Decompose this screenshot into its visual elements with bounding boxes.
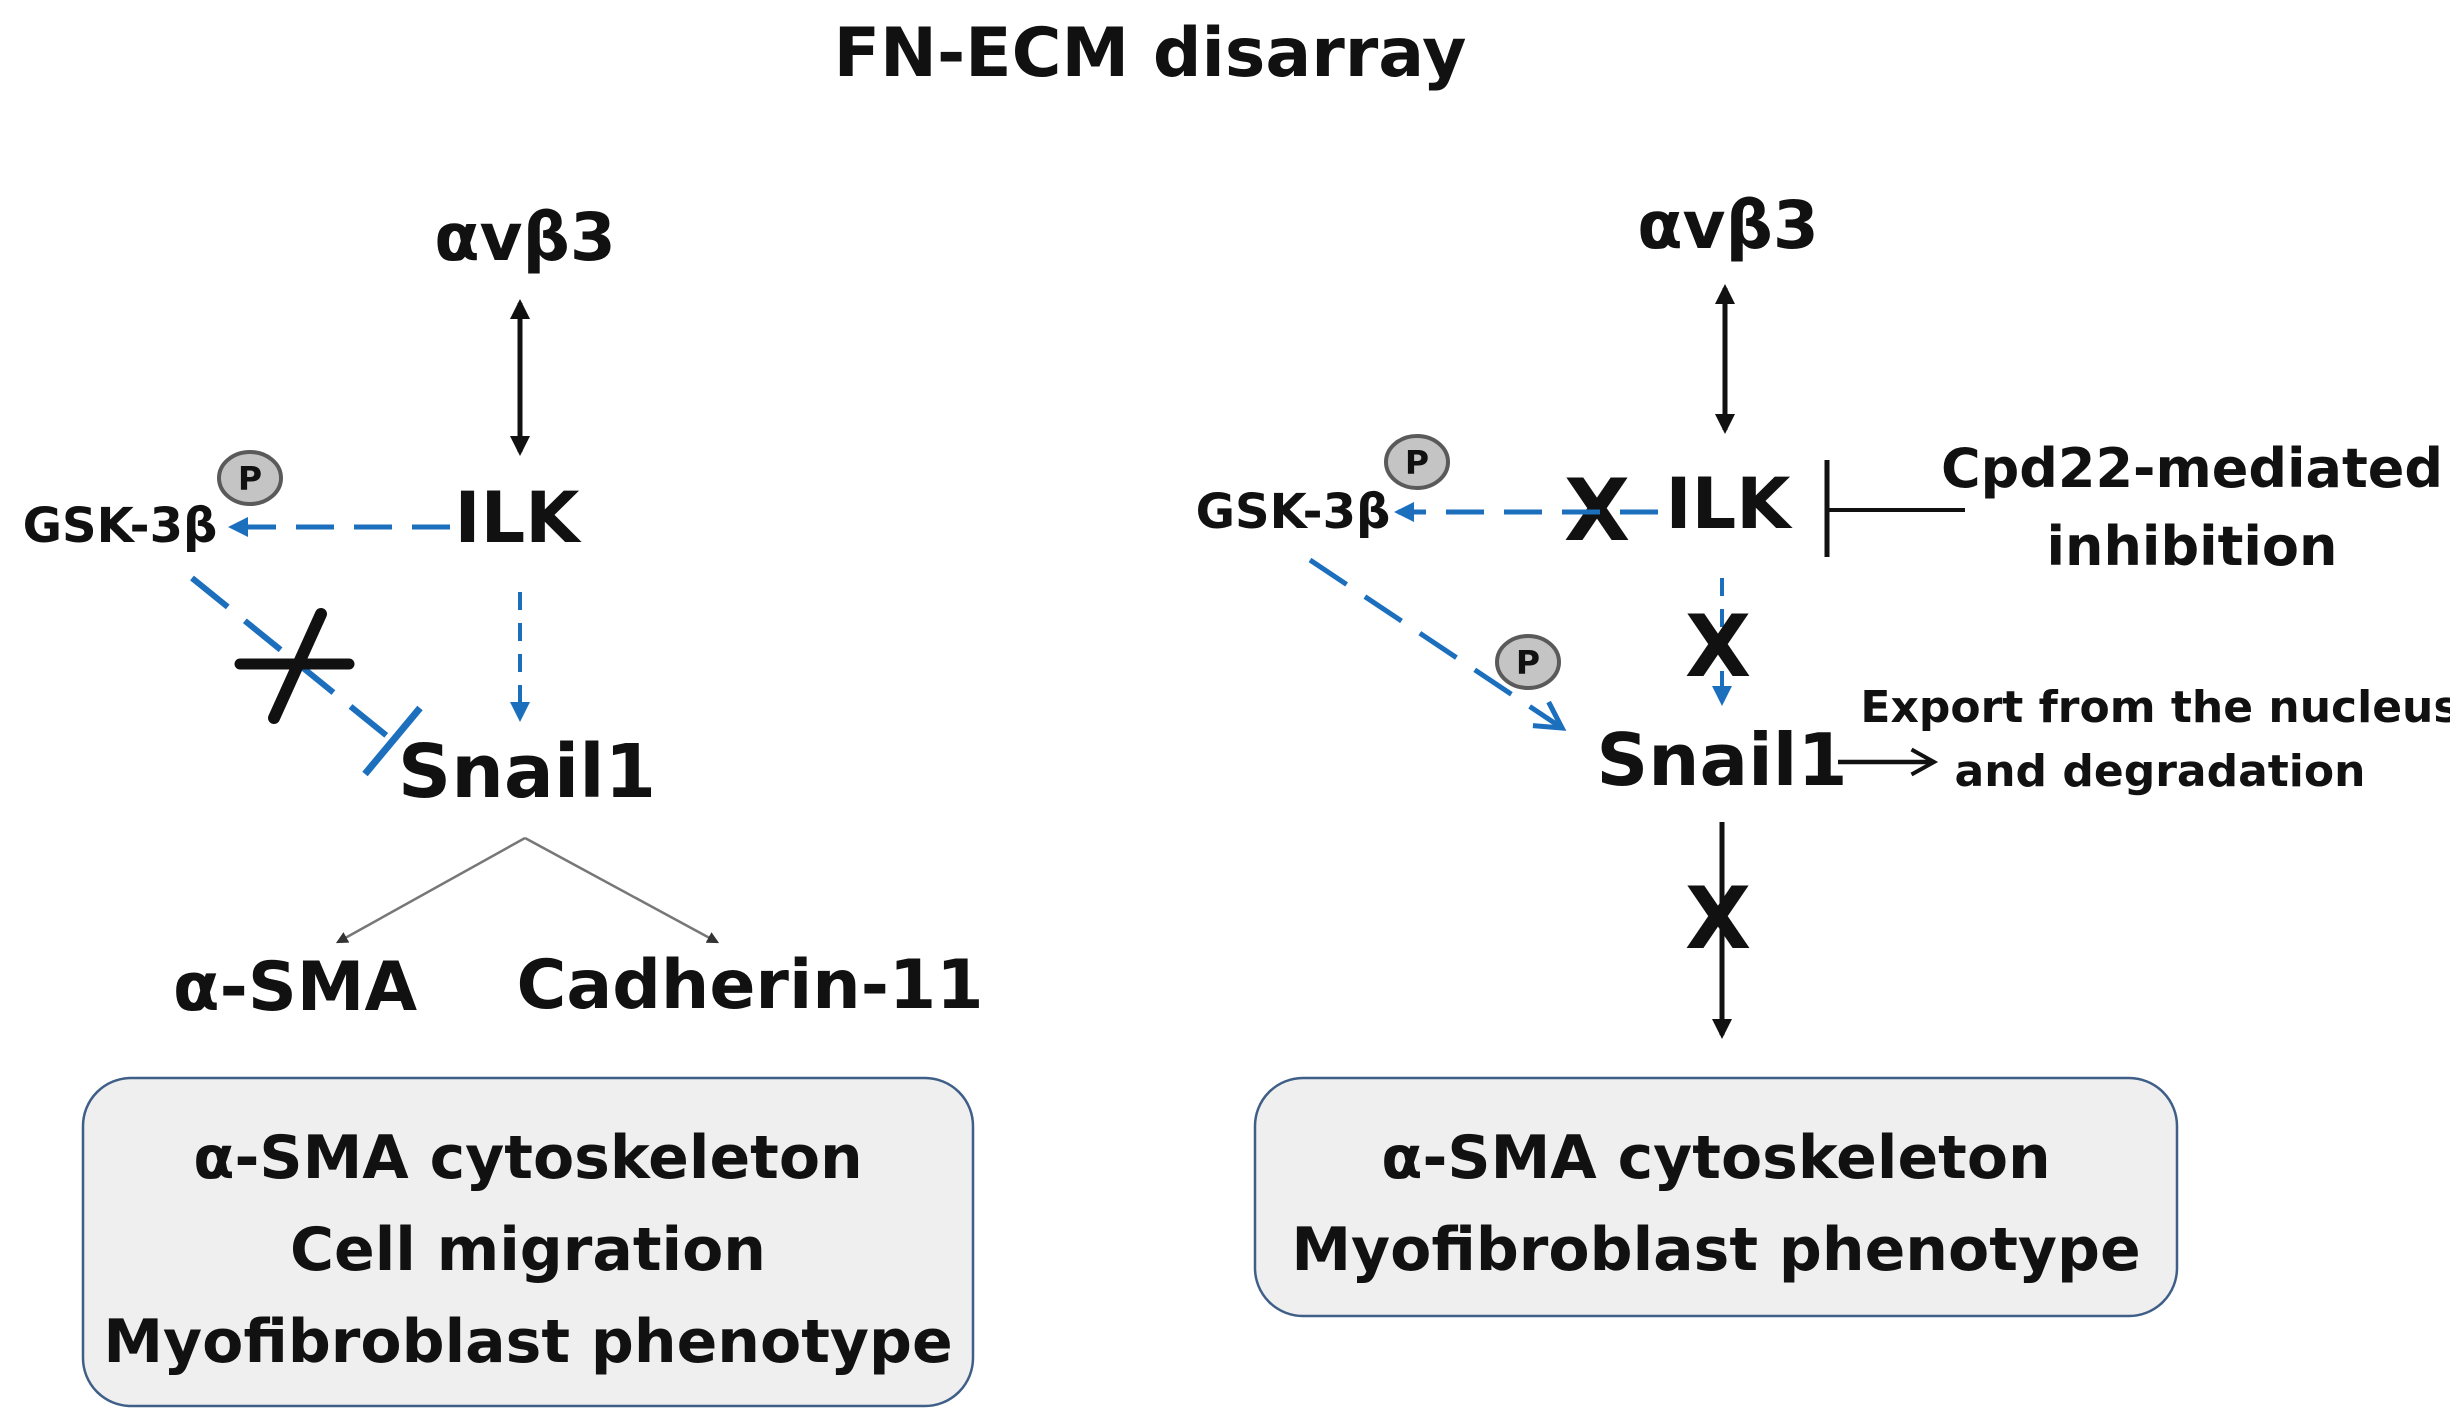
right-export-label-line2: and degradation	[1955, 746, 2366, 797]
right-outcome-box: α-SMA cytoskeleton Myofibroblast phenoty…	[1253, 1076, 2179, 1318]
left-blocked-cross-icon	[234, 608, 355, 724]
right-gsk3b-label: GSK-3β	[1196, 484, 1391, 540]
left-snail1-to-asma-branch	[335, 836, 526, 944]
left-outcome-line: Myofibroblast phenotype	[103, 1307, 952, 1377]
right-block-mark-snail-path: X	[1685, 597, 1751, 697]
diagram-title: FN-ECM disarray	[834, 14, 1467, 93]
left-gsk3b-inhibits-snail1-line	[190, 575, 394, 743]
right-panel: αvβ3 ILK X GSK-3β P Cpd22-mediated inhib…	[1196, 187, 2450, 1318]
left-integrin-label: αvβ3	[434, 199, 616, 276]
right-inhibitor-tbar	[1824, 460, 1965, 557]
left-snail1-label: Snail1	[398, 729, 656, 815]
right-inhibitor-label-line2: inhibition	[2047, 515, 2338, 578]
right-phospho-badge-gsk3b: P	[1384, 434, 1450, 490]
right-outcome-line: Myofibroblast phenotype	[1291, 1215, 2140, 1285]
left-gsk3b-label: GSK-3β	[23, 498, 218, 554]
right-block-mark-outcome: X	[1685, 869, 1751, 969]
right-export-label-line1: Export from the nucleus	[1860, 682, 2450, 733]
svg-text:P: P	[1405, 443, 1429, 482]
right-snail1-label: Snail1	[1596, 718, 1847, 802]
left-inhibition-bar	[362, 705, 423, 777]
left-snail1-to-cadherin-branch	[524, 836, 720, 944]
left-phospho-badge: P	[217, 450, 283, 506]
right-phospho-badge-path: P	[1495, 634, 1561, 690]
right-outcome-line: α-SMA cytoskeleton	[1381, 1123, 2051, 1193]
left-asma-target-label: α-SMA	[173, 948, 418, 1027]
right-inhibitor-label-line1: Cpd22-mediated	[1941, 437, 2443, 500]
right-gsk3b-to-snail1-dashed-arrow	[1308, 557, 1567, 731]
left-panel: αvβ3 ILK GSK-3β P Snail1 α-SMA Cadherin-…	[23, 199, 984, 1408]
right-integrin-label: αvβ3	[1637, 187, 1819, 264]
left-cadherin-target-label: Cadherin-11	[516, 946, 983, 1025]
left-outcome-line: α-SMA cytoskeleton	[193, 1123, 863, 1193]
svg-text:P: P	[238, 459, 262, 498]
left-ilk-label: ILK	[455, 477, 583, 559]
svg-text:P: P	[1516, 643, 1540, 682]
left-outcome-line: Cell migration	[290, 1215, 766, 1285]
left-outcome-box: α-SMA cytoskeleton Cell migration Myofib…	[81, 1076, 975, 1408]
right-ilk-label: ILK	[1666, 463, 1794, 545]
